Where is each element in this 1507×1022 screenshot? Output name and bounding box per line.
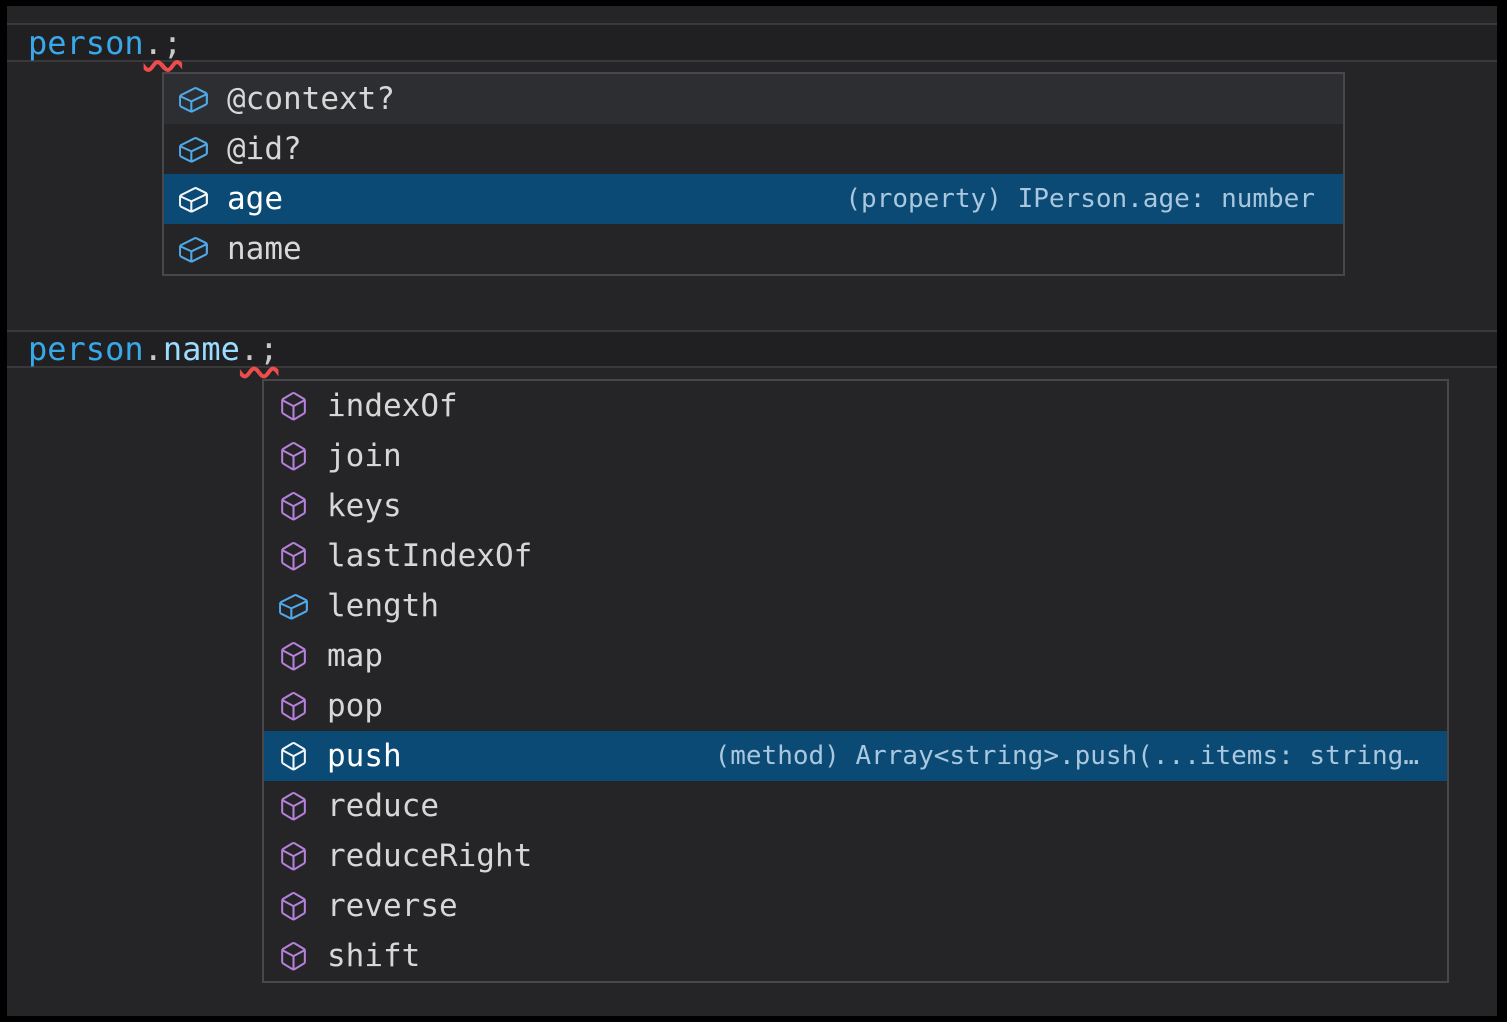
suggest-item-name[interactable]: name: [164, 224, 1343, 274]
code-token: ;: [259, 330, 279, 368]
code-token: .: [143, 330, 163, 368]
suggest-item-label: @id?: [227, 131, 302, 167]
suggest-item-length[interactable]: length: [264, 581, 1447, 631]
symbol-field-icon: [177, 133, 210, 166]
symbol-method-icon: [277, 490, 310, 523]
code-token: ;: [162, 23, 183, 62]
suggest-item-reduce[interactable]: reduce: [264, 781, 1447, 831]
symbol-method-icon: [277, 790, 310, 823]
suggest-item-label: age: [227, 181, 283, 217]
symbol-method-icon: [277, 890, 310, 923]
symbol-field-icon: [277, 590, 310, 623]
suggest-item-label: name: [227, 231, 302, 267]
code-text: person.name.;: [7, 330, 278, 368]
suggest-item-label: join: [327, 438, 402, 474]
suggest-item-label: length: [327, 588, 439, 624]
suggest-item-map[interactable]: map: [264, 631, 1447, 681]
suggest-widget-person-name[interactable]: indexOf join keys lastIndexOf length map pop pu…: [262, 379, 1449, 983]
symbol-method-icon: [277, 640, 310, 673]
suggest-item-label: push: [327, 738, 402, 774]
suggest-item-detail: (property) IPerson.age: number: [845, 184, 1315, 214]
suggest-item-indexof[interactable]: indexOf: [264, 381, 1447, 431]
suggest-item-keys[interactable]: keys: [264, 481, 1447, 531]
symbol-method-icon: [277, 840, 310, 873]
suggest-item-age[interactable]: age (property) IPerson.age: number: [164, 174, 1343, 224]
code-token: .: [143, 23, 163, 62]
suggest-item-label: pop: [327, 688, 383, 724]
code-line-person[interactable]: person.;: [7, 23, 1497, 62]
code-line-person-name[interactable]: person.name.;: [7, 330, 1497, 368]
symbol-method-icon: [277, 390, 310, 423]
suggest-item-label: indexOf: [327, 388, 458, 424]
suggest-item-push[interactable]: push (method) Array<string>.push(...items…: [264, 731, 1447, 781]
code-editor[interactable]: person.; @context? @id? age (property) IPer…: [7, 6, 1497, 1016]
suggest-item-label: map: [327, 638, 383, 674]
suggest-item-context[interactable]: @context?: [164, 74, 1343, 124]
symbol-field-icon: [177, 183, 210, 216]
suggest-widget-person[interactable]: @context? @id? age (property) IPerson.age: …: [162, 72, 1345, 276]
code-token: name: [162, 330, 240, 368]
symbol-field-icon: [177, 83, 210, 116]
suggest-item-label: keys: [327, 488, 402, 524]
symbol-method-icon: [277, 690, 310, 723]
code-token: person: [28, 23, 144, 62]
suggest-item-join[interactable]: join: [264, 431, 1447, 481]
code-token: person: [28, 330, 144, 368]
suggest-item-id[interactable]: @id?: [164, 124, 1343, 174]
symbol-method-icon: [277, 540, 310, 573]
symbol-method-icon: [277, 440, 310, 473]
suggest-item-detail: (method) Array<string>.push(...items: st…: [714, 741, 1419, 771]
suggest-item-label: reverse: [327, 888, 458, 924]
suggest-item-pop[interactable]: pop: [264, 681, 1447, 731]
symbol-field-icon: [177, 233, 210, 266]
code-text: person.;: [7, 24, 182, 62]
suggest-item-label: reduce: [327, 788, 439, 824]
suggest-item-lastindexof[interactable]: lastIndexOf: [264, 531, 1447, 581]
suggest-item-label: lastIndexOf: [327, 538, 533, 574]
suggest-item-label: @context?: [227, 81, 395, 117]
code-token: .: [239, 330, 260, 368]
symbol-method-icon: [277, 740, 310, 773]
symbol-method-icon: [277, 940, 310, 973]
suggest-item-reverse[interactable]: reverse: [264, 881, 1447, 931]
suggest-item-shift[interactable]: shift: [264, 931, 1447, 981]
suggest-item-label: reduceRight: [327, 838, 533, 874]
suggest-item-label: shift: [327, 938, 421, 974]
suggest-item-reduceright[interactable]: reduceRight: [264, 831, 1447, 881]
